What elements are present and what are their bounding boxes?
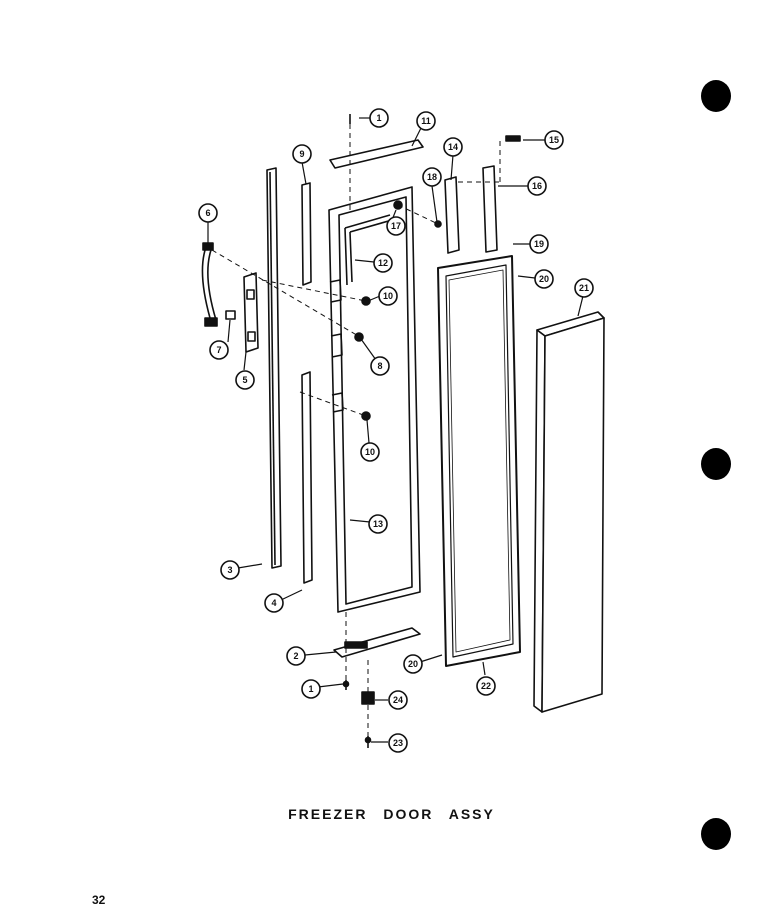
callout-label-12: 12 <box>378 258 388 268</box>
callout-circle-2 <box>286 646 306 666</box>
callout-circle-21 <box>574 278 594 298</box>
callout-label-1: 1 <box>308 684 313 694</box>
callout-circle-8 <box>370 356 390 376</box>
binder-hole-bottom <box>701 818 731 850</box>
part-4-lower-strip <box>301 371 313 584</box>
callout-circle-12 <box>373 253 393 273</box>
callout-label-15: 15 <box>549 135 559 145</box>
callout-label-2: 2 <box>293 651 298 661</box>
callout-label-10: 10 <box>365 447 375 457</box>
callout-label-22: 22 <box>481 681 491 691</box>
callout-circle-1 <box>301 679 321 699</box>
callout-circle-20 <box>403 654 423 674</box>
binder-hole-middle <box>701 448 731 480</box>
callout-circle-5 <box>235 370 255 390</box>
callout-label-13: 13 <box>373 519 383 529</box>
callout-circle-16 <box>527 176 547 196</box>
callout-label-18: 18 <box>427 172 437 182</box>
callout-label-20: 20 <box>408 659 418 669</box>
binder-hole-top <box>701 80 731 112</box>
part-7-clip <box>225 310 236 320</box>
part-19-door-gasket <box>437 255 521 667</box>
callout-circle-13 <box>368 514 388 534</box>
callout-label-3: 3 <box>227 565 232 575</box>
callout-label-11: 11 <box>421 116 431 126</box>
callout-label-4: 4 <box>271 598 276 608</box>
part-5-bracket <box>243 272 259 353</box>
part-9-upper-strip <box>301 182 312 286</box>
diagram-title: FREEZER DOOR ASSY <box>288 806 495 822</box>
callout-label-10: 10 <box>383 291 393 301</box>
callout-circle-10 <box>378 286 398 306</box>
callout-circle-17 <box>386 216 406 236</box>
part-16-side-trim <box>482 165 498 253</box>
callout-label-5: 5 <box>242 375 247 385</box>
callout-label-20: 20 <box>539 274 549 284</box>
callout-label-17: 17 <box>391 221 401 231</box>
callout-circle-15 <box>544 130 564 150</box>
callout-circle-24 <box>388 690 408 710</box>
part-12-breaker <box>344 214 393 286</box>
callout-circle-3 <box>220 560 240 580</box>
callout-label-23: 23 <box>393 738 403 748</box>
part-18-screw <box>434 220 442 228</box>
callout-circle-9 <box>292 144 312 164</box>
callout-circle-11 <box>416 111 436 131</box>
callout-label-14: 14 <box>448 142 458 152</box>
callout-circle-4 <box>264 593 284 613</box>
callout-circle-22 <box>476 676 496 696</box>
part-14-hinge-bracket <box>444 176 460 254</box>
part-11-top-strip <box>329 139 424 169</box>
callout-circle-10 <box>360 442 380 462</box>
part-10-grommet-upper <box>361 296 371 306</box>
callout-circle-1 <box>369 108 389 128</box>
callout-circle-20 <box>534 269 554 289</box>
callout-label-19: 19 <box>534 239 544 249</box>
callout-circle-6 <box>198 203 218 223</box>
part-15-screw <box>505 135 521 142</box>
callout-circle-18 <box>422 167 442 187</box>
callout-circle-19 <box>529 234 549 254</box>
callout-label-1: 1 <box>376 113 381 123</box>
callout-label-9: 9 <box>299 149 304 159</box>
callout-circle-7 <box>209 340 229 360</box>
part-2-bottom-hinge <box>333 627 421 658</box>
part-10-grommet-lower <box>361 411 371 421</box>
callout-label-7: 7 <box>216 345 221 355</box>
callout-label-21: 21 <box>579 283 589 293</box>
callout-label-6: 6 <box>205 208 210 218</box>
part-6-handle <box>201 246 217 321</box>
callout-label-8: 8 <box>377 361 382 371</box>
callout-circle-14 <box>443 137 463 157</box>
callout-circle-23 <box>388 733 408 753</box>
callout-label-16: 16 <box>532 181 542 191</box>
callout-label-24: 24 <box>393 695 403 705</box>
page-number: 32 <box>92 893 106 907</box>
